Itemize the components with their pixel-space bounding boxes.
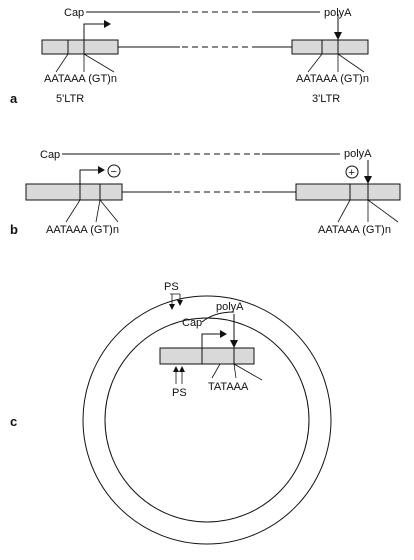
panel-b-minus-sign: −	[111, 166, 117, 178]
panel-b-right-signal: AATAAA (GT)n	[318, 224, 391, 236]
panel-b-plus-circle	[345, 165, 359, 179]
panel-b-cap-label: Cap	[40, 149, 60, 161]
panel-c-tataaa-label: TATAAA	[208, 381, 249, 393]
panel-a: Cap polyA AATAAA (GT)n AATAAA (GT)n 5'LT…	[10, 7, 369, 106]
panel-b-tss-arrow	[79, 169, 98, 184]
panel-a-polya-arrowhead	[334, 32, 342, 40]
panel-b-polya-arrowhead	[364, 176, 372, 184]
panel-a-5ltr-label: 5'LTR	[56, 93, 84, 105]
panel-c-ps-top-arrow	[169, 304, 175, 310]
panel-a-3ltr-label: 3'LTR	[312, 93, 340, 105]
panel-b-right-box	[295, 183, 401, 201]
panel-c-box	[159, 347, 255, 365]
panel-a-polya-label: polyA	[324, 7, 352, 19]
panel-a-left-signal: AATAAA (GT)n	[44, 73, 117, 85]
panel-a-letter: a	[10, 91, 18, 106]
panel-a-3ltr-box	[291, 39, 369, 55]
panel-a-tss-arrow	[83, 23, 104, 40]
panel-b-polya-label: polyA	[344, 148, 372, 160]
panel-c-letter: c	[10, 414, 17, 429]
panel-b-left-signal: AATAAA (GT)n	[46, 224, 119, 236]
panel-b-letter: b	[10, 222, 18, 237]
panel-b-left-box	[25, 183, 123, 201]
panel-c-polya-label: polyA	[216, 301, 244, 313]
panel-b-plus-sign: +	[349, 167, 355, 179]
panel-c-ps-bottom-label: PS	[172, 387, 187, 399]
panel-a-right-signal: AATAAA (GT)n	[296, 73, 369, 85]
panel-c-polya-arrowhead	[230, 340, 238, 348]
panel-b: Cap polyA − + AATAAA (GT)n AATAAA (GT)n	[10, 148, 401, 237]
panel-c-ps-top-label: PS	[164, 281, 179, 293]
panel-c: PS polyA Cap PS TATAAA c	[10, 281, 332, 545]
panel-c-tss-arrow	[201, 333, 220, 348]
panel-a-tss-arrowhead	[104, 20, 111, 28]
panel-a-cap-label: Cap	[64, 7, 84, 19]
panel-b-minus-circle	[107, 164, 121, 178]
panel-a-5ltr-box	[41, 39, 119, 55]
panel-c-ps-bottom-arrow	[173, 366, 179, 372]
panel-c-cap-label: Cap	[182, 317, 202, 329]
